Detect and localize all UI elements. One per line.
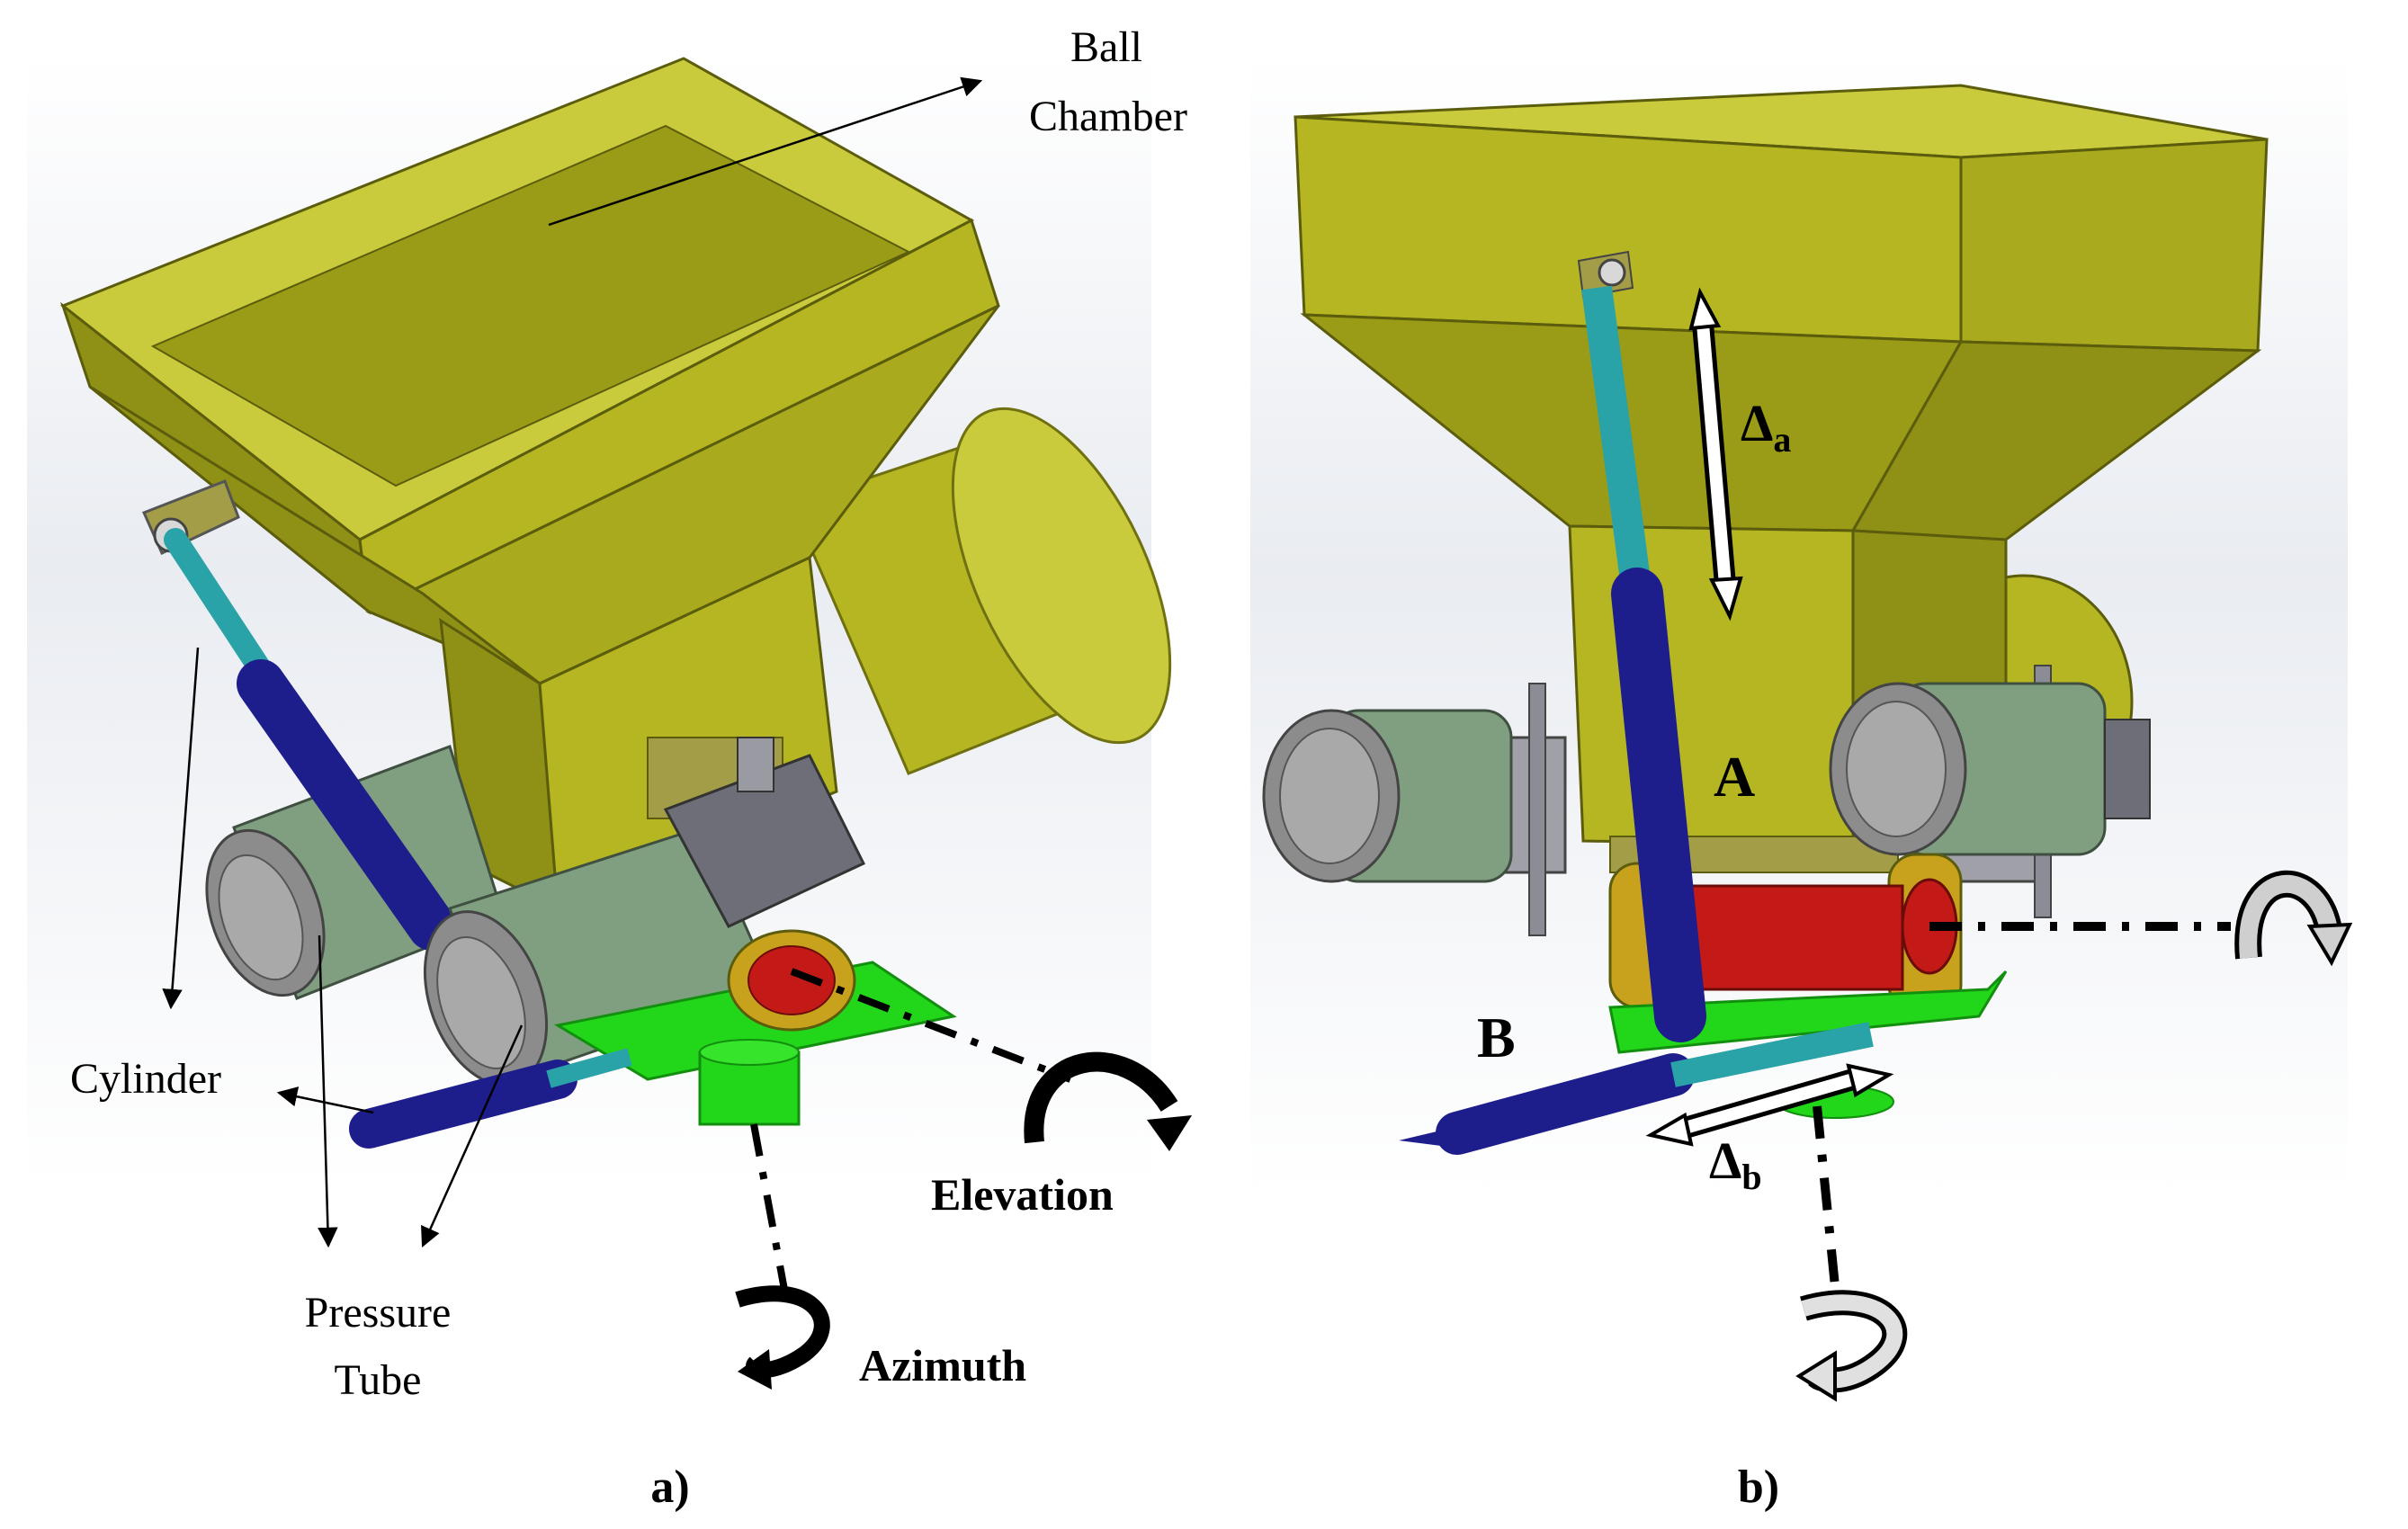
ball-chamber-label-1: Ball — [1070, 23, 1142, 71]
elevation-roller — [1671, 878, 1958, 991]
pressure-tube-left-b — [1262, 709, 1513, 883]
delta-a-arrow-icon — [1688, 287, 1743, 621]
lower-actuator-b — [1399, 1022, 1874, 1155]
azimuth-arrowhead-icon — [738, 1349, 772, 1390]
pressure-tube-label-1: Pressure — [305, 1289, 452, 1337]
pressure-tube-leader-2 — [421, 1024, 524, 1248]
panel-a: Ball Chamber Cylinder Pressure Tube Elev… — [27, 23, 1192, 1513]
ball-chamber-hopper — [59, 57, 1000, 911]
pressure-tube-label-2: Tube — [335, 1356, 422, 1404]
point-a-label: A — [1714, 745, 1755, 809]
side-drum — [789, 407, 1172, 775]
azimuth-rotation-arrowhead-icon — [1795, 1350, 1837, 1402]
lower-actuator-a — [349, 1048, 632, 1149]
pressure-tube-leader-1 — [318, 934, 338, 1248]
ball-chamber-label-2: Chamber — [1029, 93, 1187, 140]
elevation-rotation-arrowhead-icon — [2306, 922, 2353, 967]
azimuth-axis-b — [1813, 1105, 1840, 1287]
pressure-tube-right-b — [1829, 682, 2151, 856]
elevation-axis — [790, 968, 1072, 1083]
panel-b: Δa Δb A B b) — [1250, 54, 2353, 1513]
point-b-label: B — [1477, 1006, 1516, 1069]
cylinder-label: Cylinder — [70, 1055, 221, 1103]
elevation-arrow-icon — [1024, 1051, 1178, 1144]
panel-a-caption: a) — [650, 1462, 689, 1513]
main-actuator — [164, 528, 456, 951]
delta-a-subscript: a — [1773, 419, 1791, 460]
delta-b-arrow-icon — [1645, 1063, 1894, 1147]
delta-b-symbol: Δ — [1709, 1131, 1741, 1190]
delta-a-label: Δa — [1741, 394, 1791, 460]
cylinder-leader-line-2 — [276, 1086, 374, 1114]
elevation-rotation-icon-fill — [2239, 874, 2339, 959]
panel-b-caption: b) — [1738, 1462, 1779, 1513]
elevation-label: Elevation — [931, 1169, 1114, 1220]
azimuth-label: Azimuth — [859, 1340, 1026, 1390]
azimuth-arrow-icon — [735, 1285, 830, 1379]
azimuth-axis — [750, 1123, 791, 1305]
upper-actuator — [1577, 250, 1706, 1042]
ball-chamber-leader — [548, 76, 983, 227]
delta-a-symbol: Δ — [1741, 394, 1773, 452]
gearbox — [663, 737, 866, 928]
delta-b-label: Δb — [1709, 1131, 1762, 1197]
hopper-b — [1294, 84, 2269, 873]
cylinder-leader-line — [162, 647, 200, 1010]
elevation-arrowhead-icon — [1147, 1115, 1192, 1151]
delta-b-subscript: b — [1741, 1157, 1761, 1197]
elevation-pivot — [727, 929, 856, 1032]
